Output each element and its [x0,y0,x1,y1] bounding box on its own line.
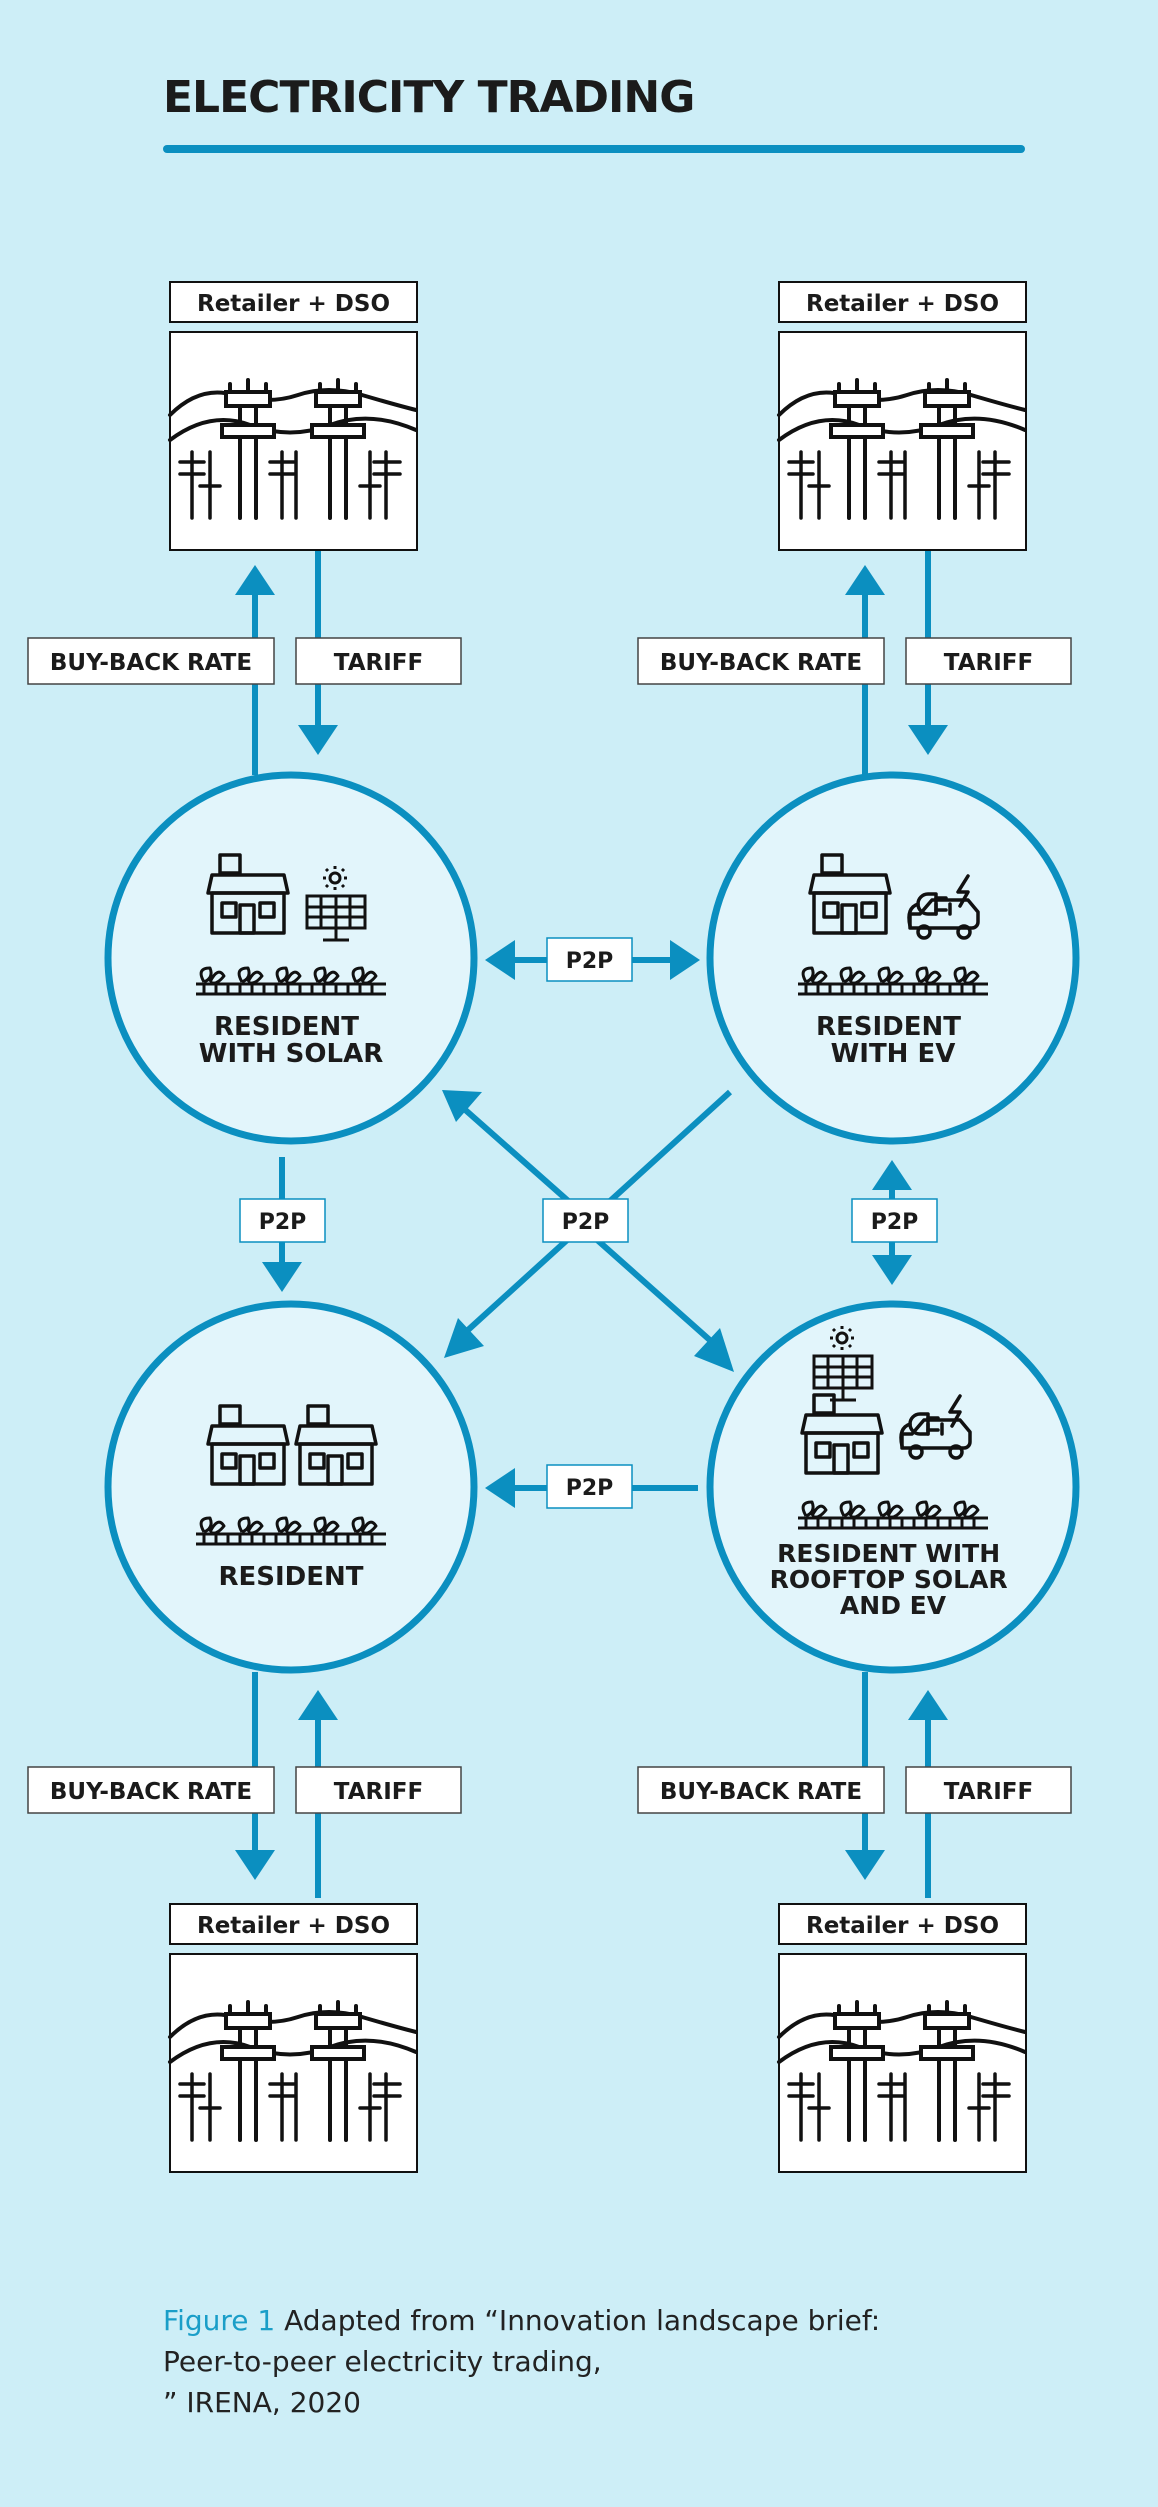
caption-figure-number: Figure 1 [163,2304,276,2337]
retailer-bottom-left: Retailer + DSO [168,1903,418,2173]
node-ev: RESIDENT WITH EV [796,853,990,1069]
node-rooftop-line3: AND EV [840,1591,947,1620]
tariff-bl: TARIFF [295,1766,462,1814]
node-rooftop-circle [706,1300,1080,1674]
node-ev-circle [706,771,1080,1145]
title-rule [163,145,1025,153]
buyback-tr: BUY-BACK RATE [637,637,885,685]
node-solar-line1: RESIDENT [214,1012,359,1042]
node-rooftop: RESIDENT WITH ROOFTOP SOLAR AND EV [770,1324,1017,1620]
node-rooftop-line1: RESIDENT WITH [777,1539,1000,1568]
svg-text:RESIDENT WITH EV: RESIDENT WITH EV [816,1012,970,1069]
tariff-br: TARIFF [905,1766,1072,1814]
svg-text:P2P: P2P [259,1210,307,1235]
retailer-bottom-right: Retailer + DSO [777,1903,1027,2173]
svg-text:P2P: P2P [871,1210,919,1235]
svg-text:BUY-BACK RATE: BUY-BACK RATE [50,650,252,676]
rate-labels: BUY-BACK RATE TARIFF BUY-BACK RATE TARIF… [27,637,1072,1814]
caption-line1: Adapted from “Innovation landscape brief… [275,2304,881,2337]
node-resident: RESIDENT [194,1404,388,1592]
node-ev-line2: WITH EV [831,1039,956,1069]
p2p-right: P2P [851,1198,938,1243]
figure-caption: Figure 1 Adapted from “Innovation landsc… [163,2300,963,2423]
svg-text:BUY-BACK RATE: BUY-BACK RATE [660,650,862,676]
p2p-center: P2P [542,1198,629,1243]
buyback-br: BUY-BACK RATE [637,1766,885,1814]
node-resident-line1: RESIDENT [218,1562,363,1592]
buyback-bl: BUY-BACK RATE [27,1766,275,1814]
svg-text:TARIFF: TARIFF [944,1779,1033,1805]
resident-nodes [104,771,1080,1674]
tariff-tl: TARIFF [295,637,462,685]
buyback-tl: BUY-BACK RATE [27,637,275,685]
node-resident-circle [104,1300,478,1674]
p2p-left: P2P [239,1198,326,1243]
svg-text:BUY-BACK RATE: BUY-BACK RATE [660,1779,862,1805]
svg-text:TARIFF: TARIFF [334,650,423,676]
svg-text:RESIDENT: RESIDENT [218,1562,363,1592]
node-solar: RESIDENT WITH SOLAR [194,853,388,1069]
retailer-top-left: Retailer + DSO [168,281,418,551]
retailer-label: Retailer + DSO [806,291,999,317]
svg-text:P2P: P2P [566,1476,614,1501]
p2p-top: P2P [546,937,633,982]
svg-text:BUY-BACK RATE: BUY-BACK RATE [50,1779,252,1805]
retailer-top-right: Retailer + DSO [777,281,1027,551]
p2p-labels: P2P P2P P2P P2P P2P [239,937,938,1509]
retailer-label: Retailer + DSO [806,1913,999,1939]
node-solar-line2: WITH SOLAR [199,1039,383,1069]
svg-text:RESIDENT WITH ROOFTOP SO: RESIDENT WITH ROOFTOP SOLAR AND EV [770,1539,1017,1620]
retailer-label: Retailer + DSO [197,291,390,317]
node-ev-line1: RESIDENT [816,1012,961,1042]
page-title: ELECTRICITY TRADING [163,72,695,123]
svg-text:P2P: P2P [566,949,614,974]
retailer-boxes: Retailer + DSO Retailer + DSO Retailer +… [168,281,1027,2173]
caption-line2: Peer-to-peer electricity trading, [163,2345,602,2378]
node-solar-circle [104,771,478,1145]
svg-text:RESIDENT WITH SOLAR: RESIDENT WITH SOLAR [199,1012,383,1069]
svg-text:P2P: P2P [562,1210,610,1235]
svg-text:TARIFF: TARIFF [944,650,1033,676]
p2p-bottom: P2P [546,1464,633,1509]
svg-text:TARIFF: TARIFF [334,1779,423,1805]
retailer-label: Retailer + DSO [197,1913,390,1939]
tariff-tr: TARIFF [905,637,1072,685]
caption-line3: ” IRENA, 2020 [163,2386,361,2419]
node-rooftop-line2: ROOFTOP SOLAR [770,1565,1008,1594]
